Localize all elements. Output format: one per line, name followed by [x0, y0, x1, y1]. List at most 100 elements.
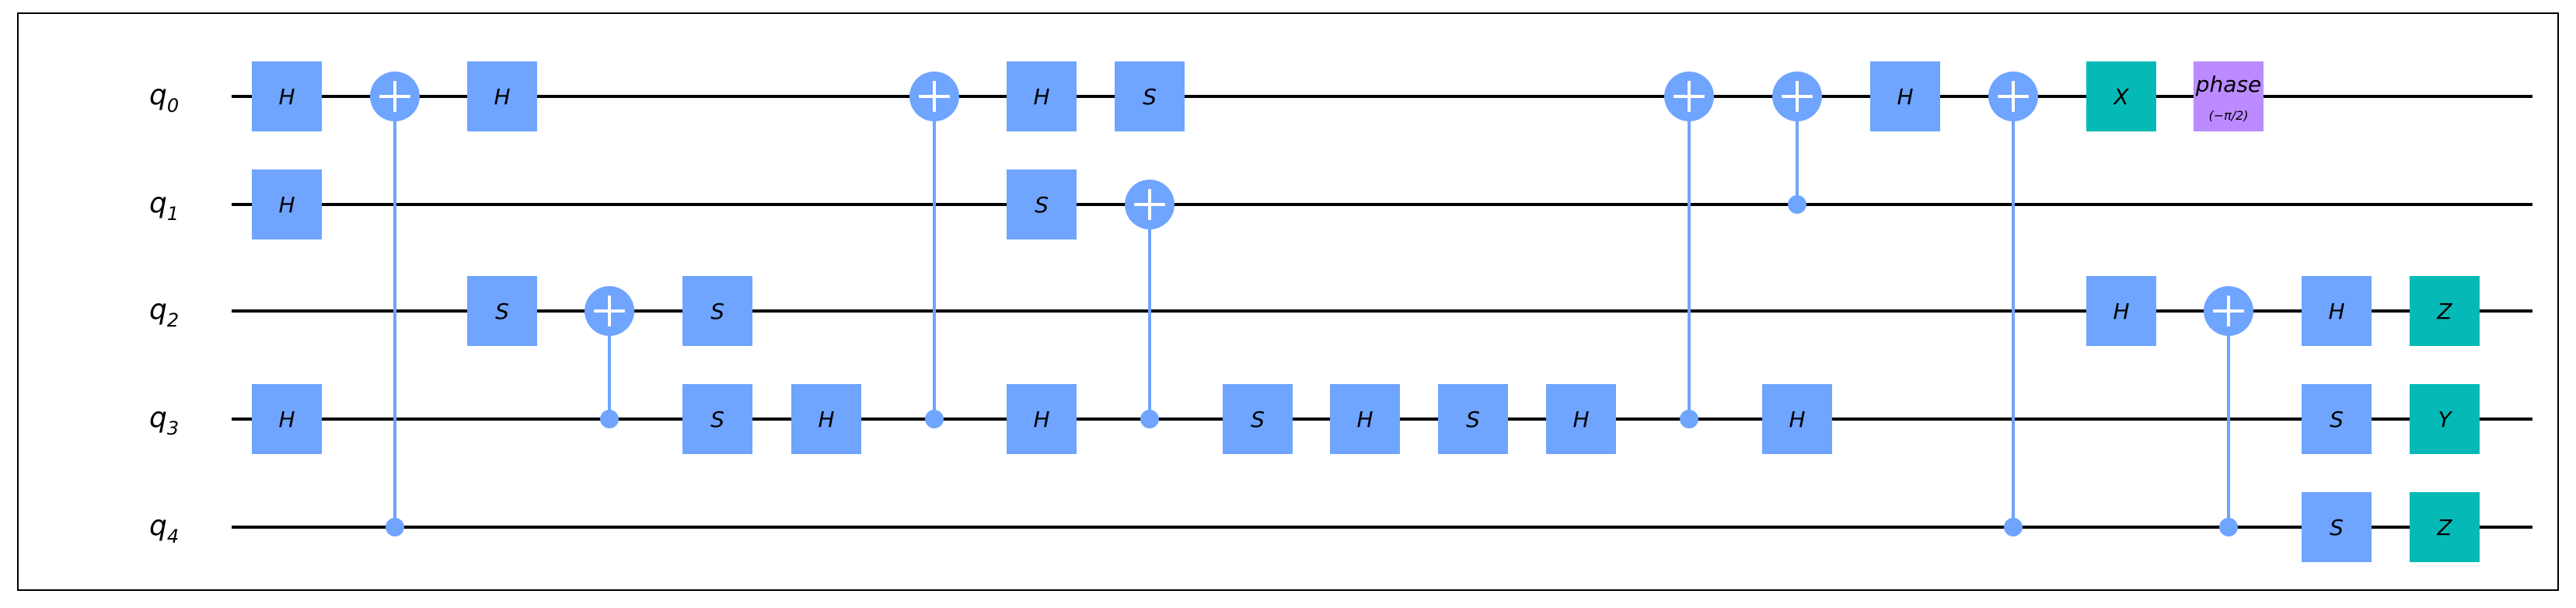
gate-label: H: [818, 407, 834, 432]
gate-h-q3: H: [791, 384, 861, 454]
control-dot: [2004, 518, 2023, 536]
gate-label: H: [1897, 84, 1913, 110]
gate-y-q3: Y: [2410, 384, 2480, 454]
gate-box: [682, 384, 752, 454]
gate-label: S: [1466, 407, 1480, 432]
gate-z-q4: Z: [2410, 492, 2480, 562]
gate-box: [1007, 169, 1077, 239]
gate-box: [2194, 61, 2264, 131]
gate-label: S: [1143, 84, 1157, 110]
gate-z-q2: Z: [2410, 276, 2480, 346]
control-dot: [600, 410, 619, 428]
gate-box: [2410, 492, 2480, 562]
gate-label: H: [1356, 407, 1373, 432]
gate-box: [682, 276, 752, 346]
gate-h-q0: H: [1007, 61, 1077, 131]
gate-param: (−π/2): [2208, 108, 2248, 123]
gate-label: X: [2112, 84, 2129, 110]
gate-box: [467, 276, 537, 346]
gate-s-q3: S: [1438, 384, 1508, 454]
gate-box: [252, 61, 322, 131]
gate-h-q1: H: [252, 169, 322, 239]
gate-box: [1330, 384, 1400, 454]
control-dot: [386, 518, 404, 536]
gate-h-q0: H: [252, 61, 322, 131]
gate-phase-q0: phase (−π/2): [2194, 61, 2264, 131]
cnot-gate-c4-t0: [1988, 72, 2038, 536]
control-dot: [2219, 518, 2238, 536]
gate-box: [2302, 384, 2372, 454]
qubit-label-1: q1: [149, 187, 179, 225]
gate-s-q1: S: [1007, 169, 1077, 239]
cnot-gate-c3-t1: [1125, 180, 1175, 428]
gate-label: Y: [2438, 407, 2452, 432]
gate-label: Z: [2436, 299, 2452, 324]
gate-label: H: [1033, 407, 1049, 432]
gate-s-q3: S: [682, 384, 752, 454]
cnot-gate-c3-t2: [585, 286, 634, 428]
gate-label: H: [278, 84, 295, 110]
gate-label: S: [1035, 192, 1049, 218]
gate-s-q4: S: [2302, 492, 2372, 562]
cnot-gate-c1-t0: [1772, 72, 1822, 214]
gate-box: [1115, 61, 1185, 131]
qubit-label-4: q4: [149, 510, 179, 547]
gate-box: [1007, 61, 1077, 131]
gate-x-q0: X: [2086, 61, 2156, 131]
gate-label: H: [1033, 84, 1049, 110]
gate-s-q3: S: [2302, 384, 2372, 454]
gate-box: [2302, 276, 2372, 346]
gate-h-q3: H: [1007, 384, 1077, 454]
gate-box: [1438, 384, 1508, 454]
gate-h-q3: H: [252, 384, 322, 454]
gate-h-q2: H: [2302, 276, 2372, 346]
cnot-gate-c3-t0: [909, 72, 959, 428]
gate-s-q2: S: [467, 276, 537, 346]
qubit-wires: [232, 95, 2532, 529]
gate-h-q2: H: [2086, 276, 2156, 346]
gate-s-q2: S: [682, 276, 752, 346]
qubit-label-0: q0: [149, 79, 179, 117]
control-dot: [1680, 410, 1698, 428]
gate-label: phase: [2195, 72, 2262, 97]
gate-box: [2086, 61, 2156, 131]
gate-label: H: [2113, 299, 2129, 324]
gate-box: [252, 384, 322, 454]
gate-label: Z: [2436, 515, 2452, 540]
gate-box: [1007, 384, 1077, 454]
gate-label: H: [2328, 299, 2344, 324]
gate-h-q0: H: [467, 61, 537, 131]
gate-box: [1870, 61, 1940, 131]
control-dot: [1788, 195, 1806, 214]
gate-h-q0: H: [1870, 61, 1940, 131]
gate-box: [2410, 276, 2480, 346]
gate-box: [791, 384, 861, 454]
qubit-label-2: q2: [149, 294, 179, 331]
qubit-labels: q0 q1 q2 q3 q4: [149, 79, 179, 547]
gate-label: S: [2330, 407, 2344, 432]
control-dot: [1140, 410, 1159, 428]
gate-label: H: [494, 84, 510, 110]
gate-label: H: [278, 192, 295, 218]
gate-box: [1546, 384, 1616, 454]
gate-h-q3: H: [1546, 384, 1616, 454]
gate-s-q3: S: [1223, 384, 1293, 454]
control-dot: [925, 410, 944, 428]
gate-label: H: [278, 407, 295, 432]
gate-box: [252, 169, 322, 239]
cnot-gate-c4-t0: [370, 72, 420, 536]
gate-label: S: [495, 299, 509, 324]
gate-label: H: [1789, 407, 1805, 432]
gate-label: S: [2330, 515, 2344, 540]
gate-label: S: [1251, 407, 1265, 432]
qubit-label-3: q3: [149, 402, 179, 439]
gate-box: [2086, 276, 2156, 346]
gate-box: [467, 61, 537, 131]
gate-box: [2302, 492, 2372, 562]
gate-box: [1223, 384, 1293, 454]
gate-label: S: [710, 299, 724, 324]
gate-label: S: [710, 407, 724, 432]
gate-s-q0: S: [1115, 61, 1185, 131]
